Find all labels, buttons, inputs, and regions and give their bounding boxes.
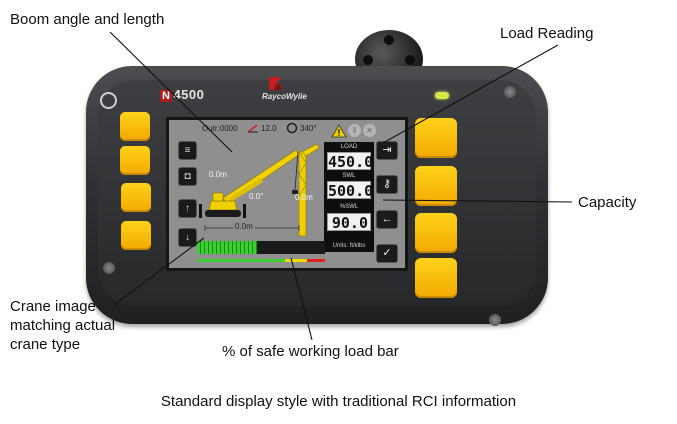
load-label: LOAD: [340, 144, 358, 150]
right-softkey-1[interactable]: [415, 118, 457, 158]
power-icon[interactable]: [100, 92, 117, 109]
brand-logo-icon: [269, 77, 281, 90]
model-number: 4500: [173, 87, 205, 102]
pct-swl-label: %SWL: [339, 204, 359, 210]
menu-icon[interactable]: ≡: [178, 141, 197, 160]
boom-angle-icon: [247, 124, 258, 133]
arrow-down-icon[interactable]: ↓: [178, 228, 197, 247]
units-label: Units: ft/klbs: [332, 243, 366, 249]
mount-hole: [405, 55, 415, 65]
swl-scale: [197, 259, 325, 262]
swl-label: SWL: [342, 173, 356, 179]
mount-hole: [384, 35, 394, 45]
boom-angle-label: 0.0°: [249, 192, 264, 201]
screw-icon: [489, 314, 501, 326]
exit-icon[interactable]: ⇥: [376, 141, 398, 160]
left-softkey-4[interactable]: [121, 221, 151, 250]
lcd-screen: Outr:0000 12.0 340° ‖ ✕ ≡ ◘ ↑ ↓: [166, 117, 408, 271]
boom-length-label: 0.0m: [209, 170, 227, 179]
swl-bar: [197, 241, 325, 254]
load-reading: 450.0: [327, 152, 374, 171]
arrow-up-icon[interactable]: ↑: [178, 199, 197, 218]
readout-panel: LOAD 450.0 SWL 500.0 %SWL 90.0 Units: ft…: [324, 142, 374, 252]
hook-height-label: 0.0m: [295, 193, 313, 202]
crane-image-callout: Crane image matching actual crane type: [10, 297, 115, 354]
capacity-reading: 500.0: [327, 181, 374, 200]
brand-name: RaycoWylie: [262, 92, 307, 101]
crane-image: [199, 143, 320, 237]
pct-swl-reading: 90.0: [327, 213, 371, 232]
right-softkey-4[interactable]: [415, 258, 457, 298]
back-arrow-icon[interactable]: ←: [376, 210, 398, 229]
slew-angle-status: 340°: [300, 124, 317, 133]
status-led: [435, 92, 449, 99]
status-bar: Outr:0000 12.0 340°: [169, 120, 323, 136]
mount-hole: [363, 55, 373, 65]
swl-bar-callout: % of safe working load bar: [222, 343, 399, 360]
left-softkey-3[interactable]: [121, 183, 151, 212]
warning-icon: [331, 124, 347, 138]
left-softkey-1[interactable]: [120, 112, 150, 141]
figure-caption: Standard display style with traditional …: [160, 393, 517, 410]
pause-icon[interactable]: ‖: [348, 124, 361, 137]
boom-angle-length-callout: Boom angle and length: [10, 11, 165, 28]
key-icon[interactable]: ⚷: [376, 175, 398, 194]
right-softkey-2[interactable]: [415, 166, 457, 206]
load-reading-callout: Load Reading: [500, 25, 594, 42]
boom-angle-status: 12.0: [261, 124, 277, 133]
outrigger-status: Outr:0000: [202, 124, 238, 133]
right-softkey-3[interactable]: [415, 213, 457, 253]
crane-image-callout-line1: Crane image: [10, 298, 96, 315]
capacity-callout: Capacity: [578, 194, 637, 211]
cancel-icon[interactable]: ✕: [363, 124, 376, 137]
screen-main: Outr:0000 12.0 340° ‖ ✕ ≡ ◘ ↑ ↓: [169, 120, 405, 268]
crane-image-callout-line2: matching actual: [10, 317, 116, 334]
left-softkey-2[interactable]: [120, 146, 150, 175]
radius-label: 0.0m: [233, 222, 255, 231]
crane-image-callout-line3: crane type: [10, 336, 81, 353]
camera-icon[interactable]: ◘: [178, 167, 197, 186]
swl-bar-fill: [197, 241, 257, 254]
check-icon[interactable]: ✓: [376, 244, 398, 263]
screw-icon: [504, 86, 516, 98]
model-mark: N: [160, 90, 173, 102]
slew-icon: [286, 122, 298, 134]
screw-icon: [103, 262, 115, 274]
